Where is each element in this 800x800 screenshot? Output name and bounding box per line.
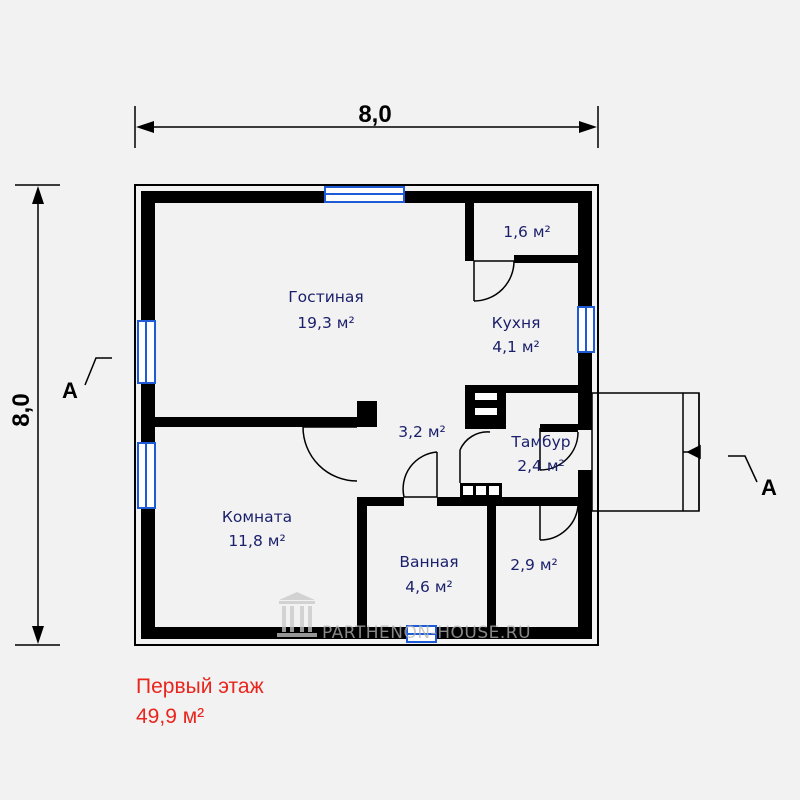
outer-outline bbox=[134, 184, 599, 646]
room-bathroom: Ванная 4,6 м² bbox=[399, 553, 458, 596]
section-label-right: A bbox=[761, 475, 777, 500]
section-marker-left: A bbox=[62, 357, 112, 403]
width-dimension: 8,0 bbox=[134, 101, 599, 148]
room-name: Гостиная bbox=[288, 288, 364, 306]
room-hall: 3,2 м² bbox=[398, 423, 445, 441]
room-area: 11,8 м² bbox=[228, 532, 285, 550]
floor-title: Первый этаж bbox=[136, 675, 264, 698]
room-name: Комната bbox=[222, 508, 292, 526]
room-area: 2,9 м² bbox=[510, 556, 557, 574]
room-kitchen: Кухня 4,1 м² bbox=[492, 314, 541, 356]
room-area: 4,1 м² bbox=[492, 338, 539, 356]
stove-and-fixtures bbox=[463, 393, 499, 495]
room-boiler: 2,9 м² bbox=[510, 556, 557, 574]
interior-walls bbox=[155, 203, 578, 627]
outer-walls bbox=[141, 191, 592, 639]
room-area: 1,6 м² bbox=[503, 223, 550, 241]
room-pantry: 1,6 м² bbox=[503, 223, 550, 241]
height-dimension: 8,0 bbox=[8, 184, 60, 646]
room-area: 19,3 м² bbox=[297, 314, 354, 332]
section-marker-right: A bbox=[728, 455, 777, 500]
room-bedroom: Комната 11,8 м² bbox=[222, 508, 292, 550]
watermark-text: PARTHENON-HOUSE.RU bbox=[322, 623, 531, 643]
room-name: Кухня bbox=[492, 314, 541, 332]
room-area: 4,6 м² bbox=[405, 578, 452, 596]
door-swings bbox=[302, 260, 579, 541]
room-vestibule: Тамбур 2,4 м² bbox=[510, 433, 570, 475]
width-label: 8,0 bbox=[358, 101, 391, 128]
section-label-left: A bbox=[62, 378, 78, 403]
entrance-porch bbox=[591, 392, 701, 512]
room-name: Тамбур bbox=[510, 433, 570, 451]
temple-logo-icon bbox=[277, 592, 317, 637]
room-area: 3,2 м² bbox=[398, 423, 445, 441]
floor-total-area: 49,9 м² bbox=[136, 705, 205, 728]
height-label: 8,0 bbox=[8, 393, 35, 426]
watermark: PARTHENON-HOUSE.RU bbox=[277, 592, 531, 643]
room-name: Ванная bbox=[399, 553, 458, 571]
room-area: 2,4 м² bbox=[517, 457, 564, 475]
windows bbox=[137, 186, 595, 643]
room-living: Гостиная 19,3 м² bbox=[288, 288, 364, 332]
